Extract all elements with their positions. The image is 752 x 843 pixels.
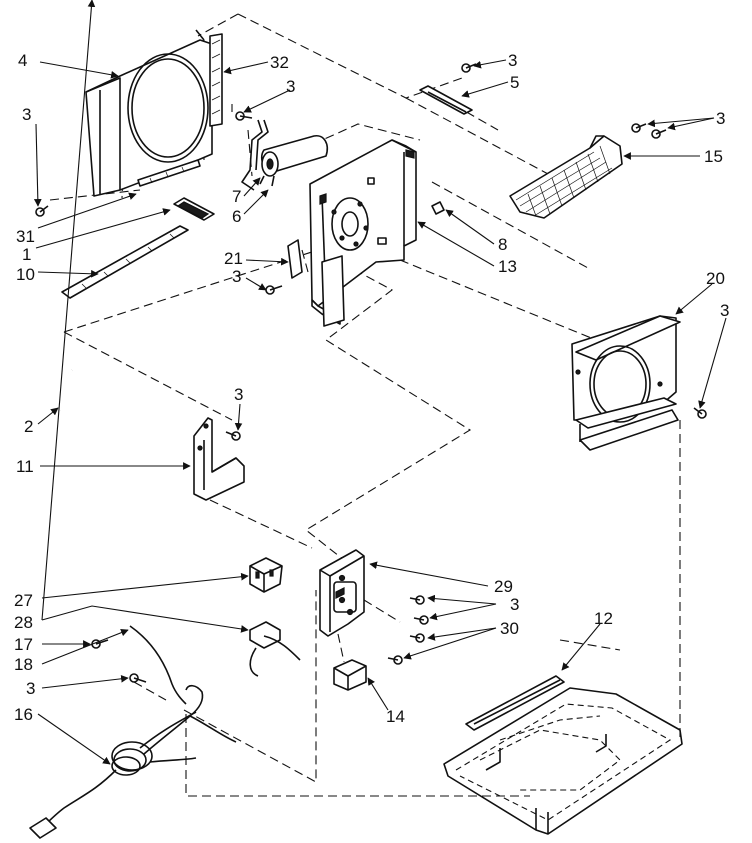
label-part-3: 3 <box>510 595 519 614</box>
screw-icon <box>631 123 647 133</box>
label-part-14: 14 <box>386 707 405 726</box>
part-orifice-panel <box>571 315 681 451</box>
part-seal-strip-small <box>137 159 201 187</box>
leader-lines <box>33 0 727 765</box>
screw-icon <box>235 111 253 121</box>
screw-icon <box>413 615 429 625</box>
part-tab <box>287 239 303 279</box>
screw-icon <box>409 595 425 605</box>
part-capacitor-bracket <box>241 119 269 191</box>
label-part-4: 4 <box>18 51 27 70</box>
part-tube <box>58 369 73 411</box>
part-seal-strip-vertical <box>209 33 223 127</box>
part-bar <box>419 85 473 115</box>
part-base-pan <box>443 675 683 835</box>
label-part-32: 32 <box>270 53 289 72</box>
screw-icon <box>387 655 403 665</box>
label-part-27: 27 <box>14 591 33 610</box>
label-part-17: 17 <box>14 635 33 654</box>
part-side-bracket <box>193 417 245 501</box>
label-part-28: 28 <box>14 613 33 632</box>
part-wire <box>129 625 187 705</box>
label-part-6: 6 <box>232 207 241 226</box>
label-part-18: 18 <box>14 655 33 674</box>
label-part-30: 30 <box>500 619 519 638</box>
label-part-20: 20 <box>706 269 725 288</box>
part-insulator-block <box>333 659 367 691</box>
part-block <box>173 197 215 221</box>
label-part-3: 3 <box>286 77 295 96</box>
part-grille <box>509 135 623 219</box>
label-part-7: 7 <box>232 187 241 206</box>
label-part-10: 10 <box>16 265 35 284</box>
part-control-bracket <box>319 549 365 637</box>
label-part-3: 3 <box>234 385 243 404</box>
label-part-15: 15 <box>704 147 723 166</box>
label-part-3: 3 <box>508 51 517 70</box>
label-part-21: 21 <box>224 249 243 268</box>
label-part-2: 2 <box>24 417 33 436</box>
part-mounting-bracket <box>309 139 417 327</box>
part-shroud <box>85 29 213 197</box>
part-thermostat <box>249 621 301 677</box>
part-clip <box>431 201 445 215</box>
screw-icon <box>265 285 283 295</box>
label-part-3: 3 <box>22 105 31 124</box>
screw-icon <box>693 407 707 419</box>
screw-icon <box>409 633 425 643</box>
label-part-1: 1 <box>22 245 31 264</box>
label-part-29: 29 <box>494 577 513 596</box>
part-labels: 4 32 3 3 5 3 15 3 7 6 31 1 10 21 3 8 13 … <box>14 51 729 726</box>
label-part-3: 3 <box>716 109 725 128</box>
label-part-16: 16 <box>14 705 33 724</box>
screw-icon <box>651 129 667 139</box>
label-part-3: 3 <box>720 301 729 320</box>
label-part-31: 31 <box>16 227 35 246</box>
label-part-12: 12 <box>594 609 613 628</box>
label-part-3: 3 <box>26 679 35 698</box>
label-part-5: 5 <box>510 73 519 92</box>
screw-icon <box>225 431 241 441</box>
part-long-seal-strip <box>61 225 189 299</box>
label-part-3: 3 <box>232 267 241 286</box>
label-part-8: 8 <box>498 235 507 254</box>
label-part-11: 11 <box>16 457 34 476</box>
screw-icon <box>461 63 477 73</box>
part-switch <box>249 557 283 593</box>
part-power-cord <box>29 684 237 839</box>
screws <box>35 63 707 683</box>
label-part-13: 13 <box>498 257 517 276</box>
screw-icon <box>35 205 49 217</box>
screw-icon <box>129 673 147 683</box>
part-capacitor <box>259 134 329 187</box>
